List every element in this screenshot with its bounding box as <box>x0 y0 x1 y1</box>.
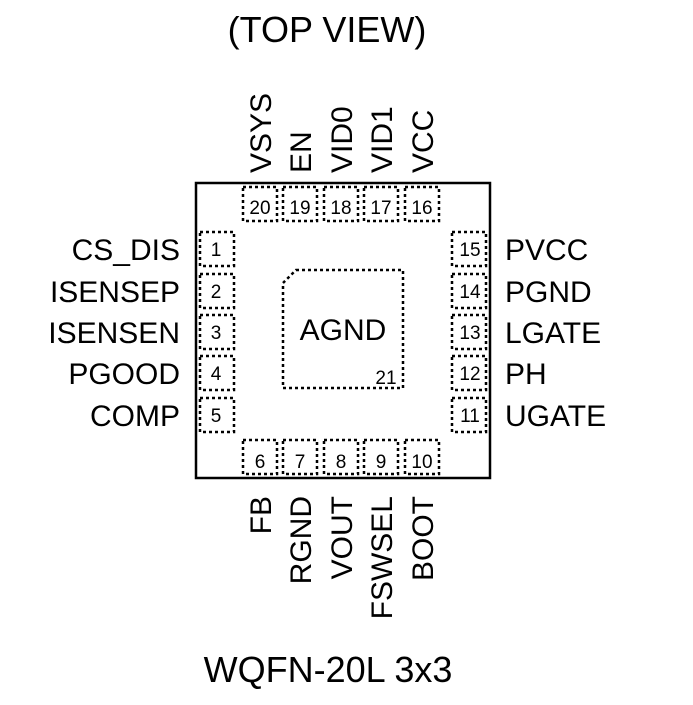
pin-pad <box>403 438 441 476</box>
pin-pad <box>281 185 319 223</box>
pin-pad <box>241 185 279 223</box>
pin-number: 1 <box>211 240 222 261</box>
pin-label: RGND <box>285 496 318 584</box>
pin-number: 14 <box>459 282 481 303</box>
package-outline <box>194 181 492 480</box>
pin-label: PGND <box>505 276 592 309</box>
pin-label: UGATE <box>505 400 606 433</box>
pin-number: 19 <box>289 198 310 219</box>
pin-label: VOUT <box>326 496 359 579</box>
exposed-pad-label: AGND <box>300 314 387 347</box>
pin-pad <box>322 438 360 476</box>
exposed-pad <box>281 268 405 390</box>
pin-number: 2 <box>211 282 222 303</box>
pin-label: VSYS <box>245 93 278 173</box>
pin-label: VID0 <box>326 106 359 173</box>
pin-number: 12 <box>459 364 480 385</box>
exposed-pad-number: 21 <box>375 368 396 389</box>
pin-number: 20 <box>249 198 270 219</box>
pin-pad <box>198 396 236 434</box>
pin-pad <box>198 272 236 310</box>
pin-pad <box>450 313 488 351</box>
pin-pad <box>450 396 488 434</box>
pin-number: 4 <box>211 364 222 385</box>
pin-number: 18 <box>330 198 351 219</box>
view-title: (TOP VIEW) <box>228 9 427 50</box>
pin-label: PH <box>505 358 547 391</box>
pin-label: EN <box>285 131 318 173</box>
pin-label: FSWSEL <box>366 496 399 619</box>
pin-number: 6 <box>255 452 266 473</box>
pin-number: 10 <box>411 452 432 473</box>
pin-label: LGATE <box>505 317 601 350</box>
pin-pad <box>281 438 319 476</box>
pin-label: PVCC <box>505 234 588 267</box>
pin-label: VID1 <box>366 106 399 173</box>
pin-pad <box>198 313 236 351</box>
pin-group: 1 CS_DIS 2 ISENSEP 3 ISENSEN 4 PGOOD 5 COMP 11 UGAT… <box>48 93 606 619</box>
pin-pad <box>362 438 400 476</box>
pin-pad <box>362 185 400 223</box>
pin-pad <box>450 230 488 268</box>
pin-pad <box>450 354 488 392</box>
pin-number: 3 <box>211 323 222 344</box>
pin-number: 17 <box>370 198 391 219</box>
pin-number: 5 <box>211 406 222 427</box>
pin-number: 7 <box>295 452 306 473</box>
pin-label: CS_DIS <box>72 234 180 267</box>
pin-pad <box>198 230 236 268</box>
pin-pad <box>198 354 236 392</box>
pin-pad <box>403 185 441 223</box>
pin-number: 15 <box>459 240 480 261</box>
pin-label: ISENSEP <box>50 276 180 309</box>
pin-number: 9 <box>376 452 387 473</box>
pin-pad <box>450 272 488 310</box>
pin-label: ISENSEN <box>48 317 180 350</box>
pin-number: 8 <box>336 452 347 473</box>
pin-number: 13 <box>459 323 480 344</box>
pin-label: COMP <box>90 400 180 433</box>
pin-label: VCC <box>407 110 440 173</box>
package-name: WQFN-20L 3x3 <box>204 649 453 690</box>
pin-number: 16 <box>411 198 432 219</box>
pin-pad <box>241 438 279 476</box>
pin-label: BOOT <box>407 496 440 581</box>
pin-pad <box>322 185 360 223</box>
pin-label: FB <box>245 496 278 534</box>
pin-label: PGOOD <box>68 358 180 391</box>
pin-number: 11 <box>460 406 480 427</box>
